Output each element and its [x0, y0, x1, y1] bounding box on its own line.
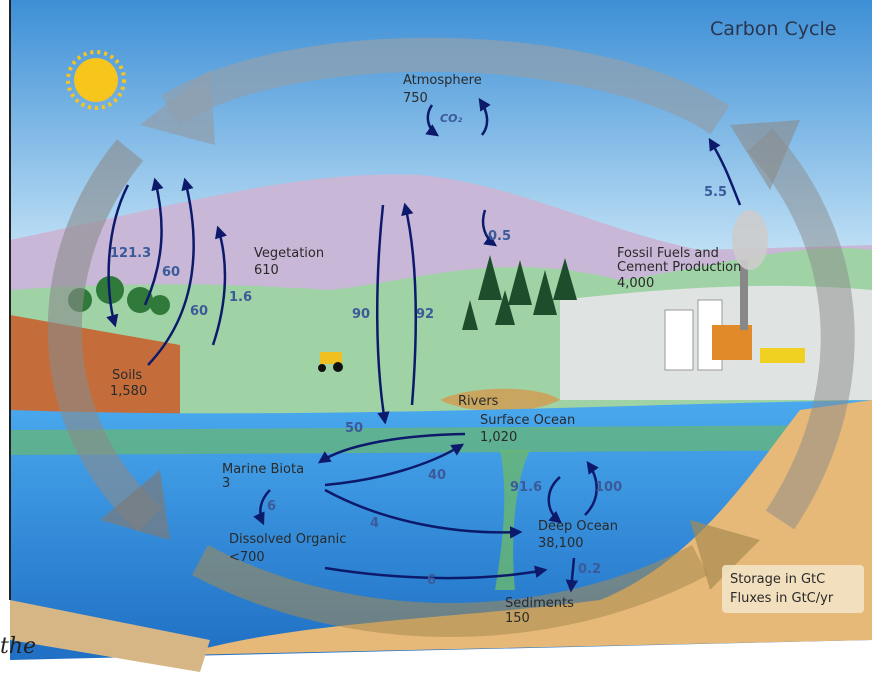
flux-fossil: 5.5	[704, 185, 727, 200]
caption-fragment: the	[0, 634, 37, 659]
soils-label: Soils	[112, 368, 142, 383]
flux-biota-deep: 4	[370, 516, 379, 531]
diagram-title: Carbon Cycle	[710, 18, 836, 40]
fossil-value: 4,000	[617, 276, 654, 291]
surface-ocean-label: Surface Ocean	[480, 413, 575, 428]
sediments-value: 150	[505, 611, 530, 626]
flux-dissolved-deep: 6	[427, 573, 436, 588]
fossil-label-2: Cement Production	[617, 260, 741, 275]
forest-icon	[462, 255, 577, 330]
deep-ocean-value: 38,100	[538, 536, 584, 551]
flux-land-use: 1.6	[229, 290, 252, 305]
atmosphere-label: Atmosphere	[403, 73, 482, 88]
co2-label: CO₂	[440, 112, 462, 125]
flux-soil-respiration: 121.3	[110, 246, 151, 261]
dissolved-organic-label: Dissolved Organic	[229, 532, 346, 547]
flux-ocean-uptake: 90	[352, 307, 370, 322]
vegetation-value: 610	[254, 263, 279, 278]
fossil-label-1: Fossil Fuels and	[617, 246, 719, 261]
dissolved-organic-value: <700	[229, 550, 265, 565]
rivers-label: Rivers	[458, 394, 499, 409]
sediments-label: Sediments	[505, 596, 574, 611]
flux-ocean-release: 92	[416, 307, 434, 322]
flux-arrows	[106, 97, 742, 593]
legend-fluxes: Fluxes in GtC/yr	[730, 591, 834, 606]
atmosphere-value: 750	[403, 91, 428, 106]
flux-biota-surface: 40	[428, 468, 446, 483]
flux-soil-atmosphere: 60	[190, 304, 208, 319]
soils-value: 1,580	[110, 384, 147, 399]
surface-ocean-value: 1,020	[480, 430, 517, 445]
vegetation-label: Vegetation	[254, 246, 324, 261]
marine-biota-label: Marine Biota	[222, 462, 304, 477]
flux-deep-surface: 100	[595, 480, 622, 495]
sun-icon	[66, 50, 126, 110]
flux-vegetation-atmosphere: 60	[162, 265, 180, 280]
flux-atmosphere-forest: 0.5	[488, 229, 511, 244]
deep-ocean-label: Deep Ocean	[538, 519, 618, 534]
cycle-arrows	[47, 37, 855, 637]
flux-surface-biota: 50	[345, 421, 363, 436]
legend-storage: Storage in GtC	[730, 572, 825, 587]
factory-icon	[664, 210, 805, 371]
units-legend: Storage in GtC Fluxes in GtC/yr	[722, 565, 864, 613]
flux-biota-dissolved: 6	[267, 499, 276, 514]
tractor-icon	[318, 352, 343, 372]
flux-surface-deep: 91.6	[510, 480, 542, 495]
marine-biota-value: 3	[222, 476, 230, 491]
flux-deep-sediments: 0.2	[578, 562, 601, 577]
